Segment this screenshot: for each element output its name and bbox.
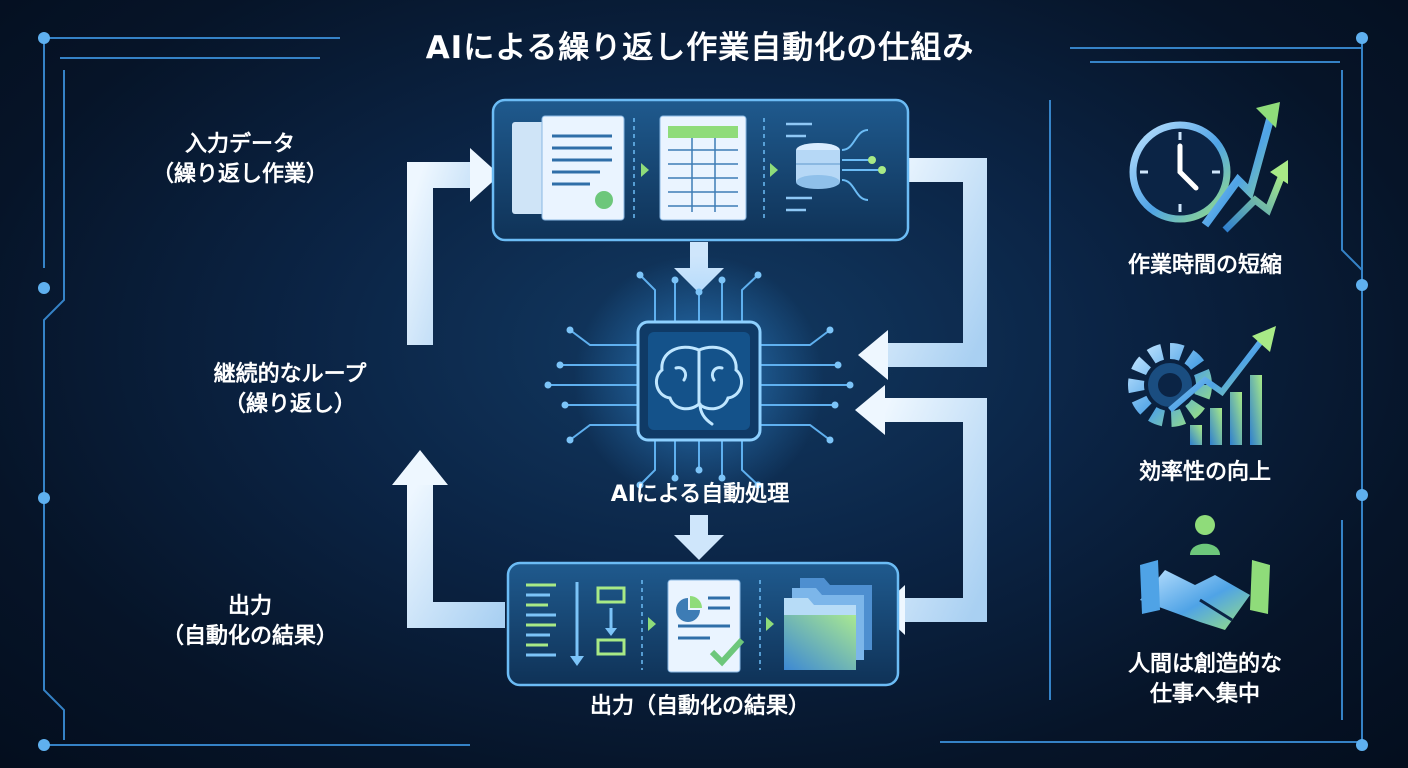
circuit-nodes xyxy=(38,32,1368,751)
database-icon xyxy=(786,122,886,212)
input-data-label: 入力データ （繰り返し作業） xyxy=(110,130,370,189)
handshake-person-icon xyxy=(1140,515,1270,630)
output-label-line2: （自動化の結果） xyxy=(161,623,338,649)
clock-with-arrows-icon xyxy=(1129,102,1288,233)
output-label: 出力 （自動化の結果） xyxy=(120,592,380,651)
circuit-frame xyxy=(43,37,1363,746)
loop-label: 継続的なループ （繰り返し） xyxy=(160,360,420,419)
report-check-icon xyxy=(667,579,745,673)
loop-arrow-left xyxy=(392,148,505,628)
input-data-label-line2: （繰り返し作業） xyxy=(151,161,328,187)
input-data-panel xyxy=(491,98,910,242)
benefit-creative-work-line1: 人間は創造的な xyxy=(1127,652,1282,677)
brain-icon xyxy=(654,345,744,426)
loop-label-line1: 継続的なループ xyxy=(213,362,367,387)
folders-icon xyxy=(784,578,872,670)
input-data-label-line1: 入力データ xyxy=(184,132,295,157)
benefit-time-reduction-label: 作業時間の短縮 xyxy=(1127,253,1282,278)
spreadsheet-icon xyxy=(659,115,747,221)
output-caption: 出力（自動化の結果） xyxy=(589,694,810,719)
ai-chip xyxy=(544,255,854,505)
benefit-creative-work: 人間は創造的な 仕事へ集中 xyxy=(1075,650,1335,709)
benefit-efficiency: 効率性の向上 xyxy=(1075,458,1335,488)
benefit-time-reduction: 作業時間の短縮 xyxy=(1075,251,1335,281)
output-label-line1: 出力 xyxy=(227,594,272,619)
list-sort-icon xyxy=(526,582,626,666)
documents-icon xyxy=(512,115,625,221)
gear-growth-chart-icon xyxy=(1128,326,1276,445)
loop-label-line2: （繰り返し） xyxy=(223,391,356,417)
page-title: AIによる繰り返し作業自動化の仕組み xyxy=(425,30,975,66)
benefit-creative-work-line2: 仕事へ集中 xyxy=(1149,681,1260,707)
output-panel xyxy=(506,561,900,687)
benefit-efficiency-label: 効率性の向上 xyxy=(1138,460,1271,485)
ai-processing-label: AIによる自動処理 xyxy=(610,482,790,507)
down-arrow-ai-to-output xyxy=(674,515,724,560)
